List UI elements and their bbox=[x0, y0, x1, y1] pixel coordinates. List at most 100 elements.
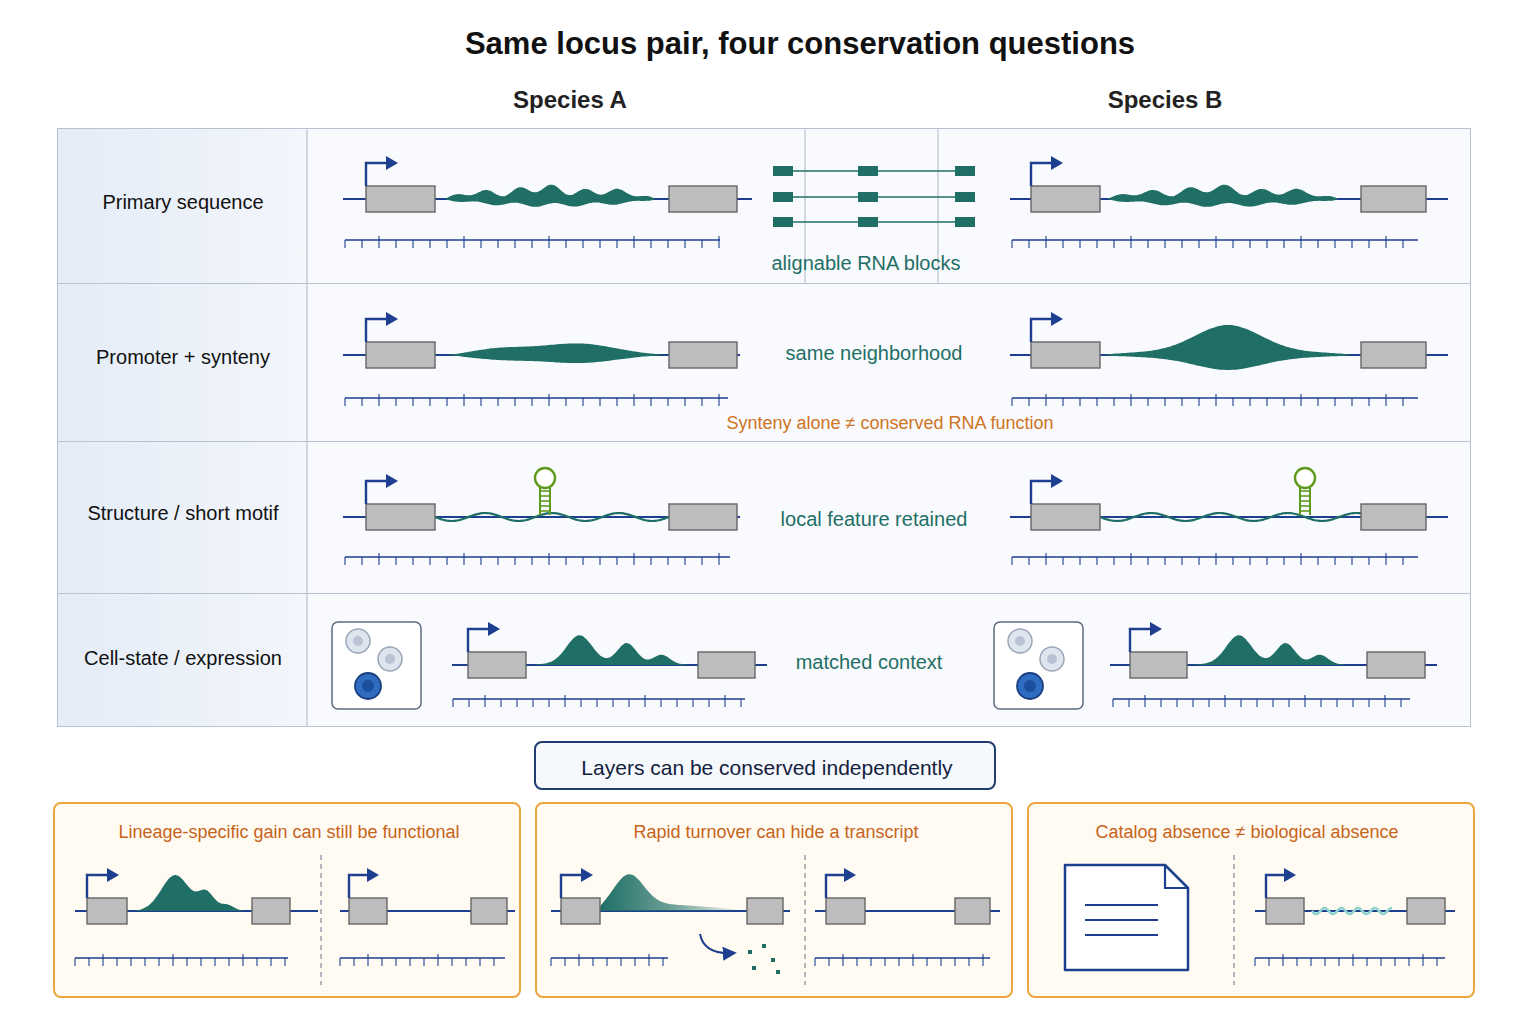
scale-tick bbox=[1079, 398, 1080, 406]
scale-tick bbox=[1317, 398, 1318, 406]
promoter-arrow bbox=[468, 629, 488, 652]
scale-tick bbox=[650, 240, 651, 248]
scale-tick bbox=[1351, 398, 1352, 406]
scale-tick bbox=[186, 958, 187, 966]
scale-tick bbox=[660, 699, 661, 707]
scale-tick bbox=[1304, 695, 1305, 707]
scale-tick bbox=[1324, 958, 1325, 966]
exon-box bbox=[747, 898, 783, 924]
scale-tick bbox=[130, 958, 131, 966]
scale-tick bbox=[1224, 695, 1225, 707]
scale-tick bbox=[592, 958, 593, 966]
aligned-block bbox=[773, 217, 793, 227]
rna-blob bbox=[446, 343, 666, 363]
scale-tick bbox=[1215, 236, 1216, 248]
note-heading: Lineage-specific gain can still be funct… bbox=[59, 819, 519, 845]
hairpin-rung bbox=[1300, 510, 1310, 512]
scale-tick bbox=[1385, 394, 1386, 406]
scale-tick bbox=[465, 958, 466, 966]
promoter-arrow bbox=[1266, 875, 1284, 898]
promoter-head bbox=[488, 622, 500, 636]
scale-tick bbox=[531, 398, 532, 406]
hairpin-rung bbox=[1300, 505, 1310, 507]
scale-tick bbox=[1062, 398, 1063, 406]
scale-tick bbox=[1130, 553, 1131, 565]
scale-tick bbox=[1147, 398, 1148, 406]
scale-tick bbox=[648, 954, 649, 966]
scale-axis bbox=[1012, 397, 1418, 398]
document-line bbox=[1085, 919, 1158, 921]
scale-tick bbox=[616, 240, 617, 248]
hairpin-loop bbox=[1295, 468, 1315, 488]
scale-tick bbox=[606, 958, 607, 966]
promoter-head bbox=[107, 868, 119, 882]
scale-tick bbox=[667, 398, 668, 406]
note-fill bbox=[53, 802, 521, 998]
scale-tick bbox=[463, 553, 464, 565]
scale-tick bbox=[616, 398, 617, 406]
scale-tick bbox=[1296, 958, 1297, 966]
promoter-arrow bbox=[366, 319, 386, 342]
scale-tick bbox=[395, 557, 396, 565]
active-cell bbox=[355, 673, 381, 699]
scale-tick bbox=[1079, 240, 1080, 248]
scale-tick bbox=[381, 958, 382, 966]
scale-tick bbox=[1181, 398, 1182, 406]
scale-tick bbox=[1385, 236, 1386, 248]
row-label: Promoter + synteny bbox=[59, 342, 307, 372]
note-fill bbox=[535, 802, 1013, 998]
scale-tick bbox=[1351, 240, 1352, 248]
scale-tick bbox=[1334, 240, 1335, 248]
dashed-divider bbox=[1233, 855, 1234, 985]
cell bbox=[378, 647, 402, 671]
scale-tick bbox=[1384, 695, 1385, 707]
scale-tick bbox=[718, 236, 719, 248]
scale-tick bbox=[200, 958, 201, 966]
exon-box bbox=[955, 898, 990, 924]
scale-tick bbox=[1300, 553, 1301, 565]
scale-tick bbox=[446, 557, 447, 565]
column-header: Species B bbox=[1015, 84, 1315, 116]
scale-tick bbox=[1266, 557, 1267, 565]
scale-tick bbox=[361, 398, 362, 406]
dashed-divider bbox=[320, 855, 321, 985]
scale-tick bbox=[1062, 240, 1063, 248]
cell-nucleus bbox=[1047, 654, 1057, 664]
scale-tick bbox=[463, 394, 464, 406]
scale-tick bbox=[480, 398, 481, 406]
promoter-head bbox=[386, 474, 398, 488]
note-box: Catalog absence ≠ biological absence bbox=[1027, 802, 1475, 998]
scale-tick bbox=[446, 240, 447, 248]
exon-box bbox=[1361, 186, 1426, 212]
scale-tick bbox=[1011, 240, 1012, 248]
scale-tick bbox=[446, 398, 447, 406]
scale-tick bbox=[740, 699, 741, 707]
cell bbox=[1008, 629, 1032, 653]
scale-tick bbox=[912, 954, 913, 966]
hairpin-rung bbox=[540, 505, 550, 507]
document-line bbox=[1085, 934, 1158, 936]
scale-tick bbox=[1028, 398, 1029, 406]
scale-tick bbox=[1368, 699, 1369, 707]
scale-axis bbox=[345, 397, 728, 398]
scale-tick bbox=[172, 954, 173, 966]
scale-tick bbox=[1130, 236, 1131, 248]
row-label: Primary sequence bbox=[59, 187, 307, 217]
scale-tick bbox=[344, 240, 345, 248]
row-label: Structure / short motif bbox=[59, 498, 307, 528]
scale-tick bbox=[828, 958, 829, 966]
scale-tick bbox=[1249, 240, 1250, 248]
scale-axis bbox=[551, 957, 668, 958]
scale-tick bbox=[378, 553, 379, 565]
scale-tick bbox=[1045, 553, 1046, 565]
scale-tick bbox=[1144, 695, 1145, 707]
promoter-arrow bbox=[1031, 163, 1051, 186]
scale-tick bbox=[582, 557, 583, 565]
scale-tick bbox=[1096, 557, 1097, 565]
scale-tick bbox=[367, 954, 368, 966]
scale-tick bbox=[898, 958, 899, 966]
scale-tick bbox=[676, 699, 677, 707]
scale-tick bbox=[1282, 954, 1283, 966]
scale-tick bbox=[692, 699, 693, 707]
